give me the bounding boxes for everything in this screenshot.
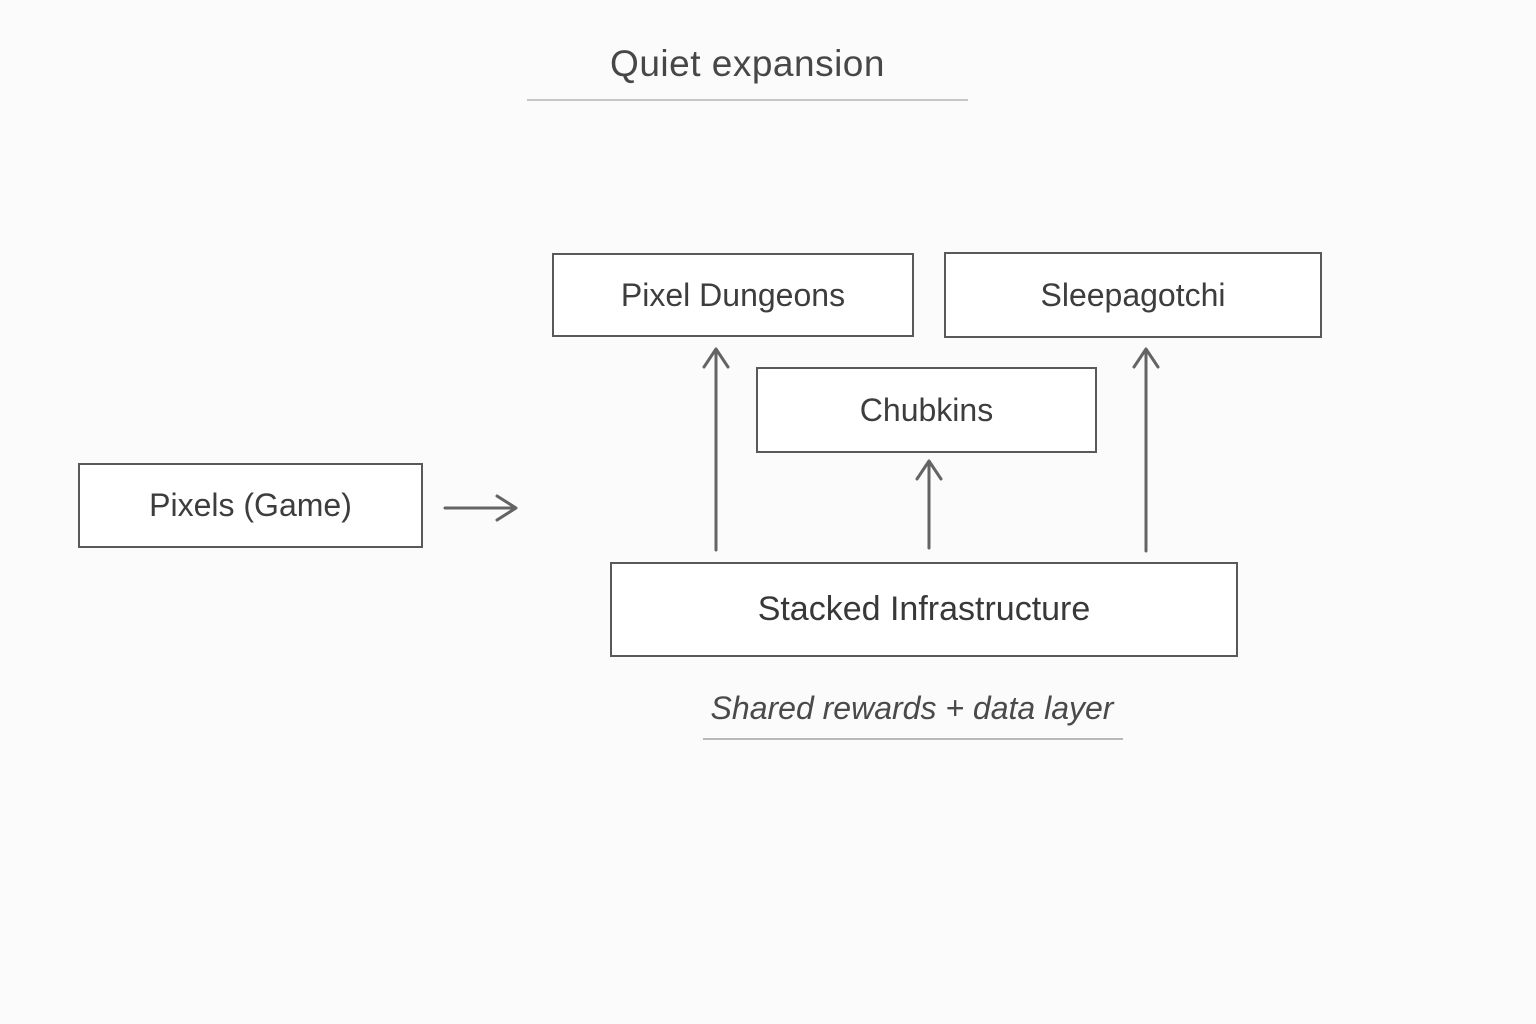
shared-layer-caption: Shared rewards + data layer xyxy=(710,690,1114,726)
node-chubkins: Chubkins xyxy=(756,367,1097,453)
arrow-pixels-to-ecosystem xyxy=(443,494,518,522)
node-pixel-dungeons: Pixel Dungeons xyxy=(552,253,914,337)
caption-underline xyxy=(703,738,1123,740)
arrow-stacked-to-sleepagotchi xyxy=(1132,347,1160,553)
arrow-stacked-to-pixel-dungeons xyxy=(702,347,730,552)
diagram-title: Quiet expansion xyxy=(610,43,885,84)
arrow-stacked-to-chubkins xyxy=(915,459,943,550)
node-stacked-infrastructure: Stacked Infrastructure xyxy=(610,562,1238,657)
title-underline xyxy=(527,99,968,101)
node-pixels-game: Pixels (Game) xyxy=(78,463,423,548)
node-sleepagotchi: Sleepagotchi xyxy=(944,252,1322,338)
